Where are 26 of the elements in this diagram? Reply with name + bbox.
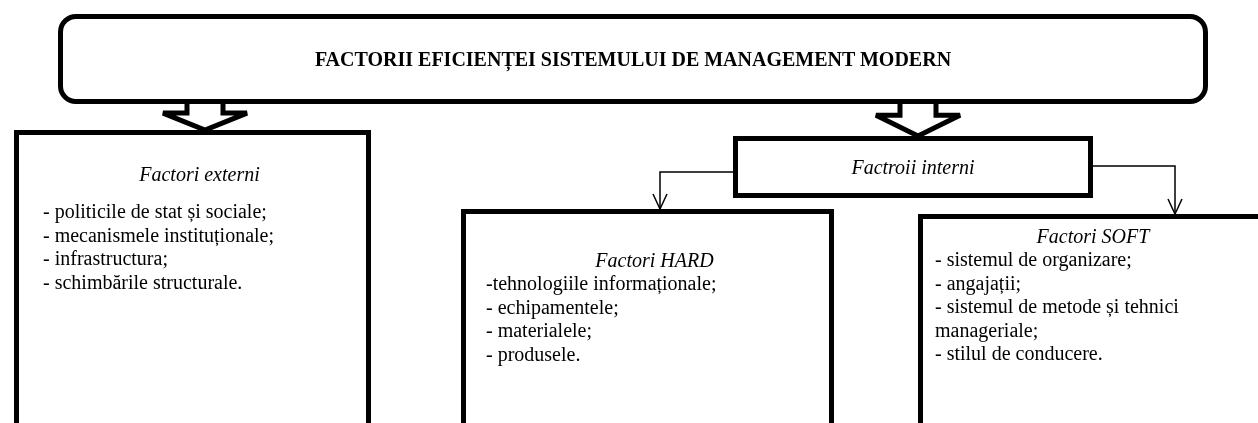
- process-box: [918, 214, 1258, 423]
- list-item: - schimbările structurale.: [43, 270, 244, 294]
- process-box: [733, 136, 1093, 198]
- block-arrow: [873, 101, 963, 139]
- process-box: [14, 130, 371, 423]
- list-item: - materialele;: [486, 319, 594, 343]
- list-item: - sistemul de organizare;: [935, 248, 1133, 272]
- list-item: - produsele.: [486, 342, 582, 366]
- box-heading: Factori externi: [138, 163, 261, 186]
- arrow: [1092, 165, 1183, 215]
- list-item: - stilul de conducere.: [935, 342, 1104, 366]
- list-item: - infrastructura;: [43, 247, 169, 271]
- list-item: - echipamentele;: [486, 295, 620, 319]
- list-item: - mecanismele instituționale;: [43, 223, 276, 247]
- box-heading: Factori SOFT: [1035, 225, 1152, 248]
- box-heading: Factroii interni: [850, 155, 976, 179]
- block-arrow: [160, 101, 250, 133]
- list-item: - angajații;: [935, 271, 1023, 295]
- process-box: [461, 209, 834, 423]
- list-item: - politicile de stat și sociale;: [43, 200, 268, 224]
- title-box: [58, 14, 1208, 104]
- arrow: [652, 171, 734, 210]
- list-item: - sistemul de metode și tehnici manageriale;: [935, 295, 1180, 342]
- list-item: -tehnologiile informaționale;: [486, 272, 718, 296]
- title-text: FACTORII EFICIENȚEI SISTEMULUI DE MANAGEMENT MODERN: [313, 47, 953, 71]
- box-heading: Factori HARD: [594, 249, 715, 272]
